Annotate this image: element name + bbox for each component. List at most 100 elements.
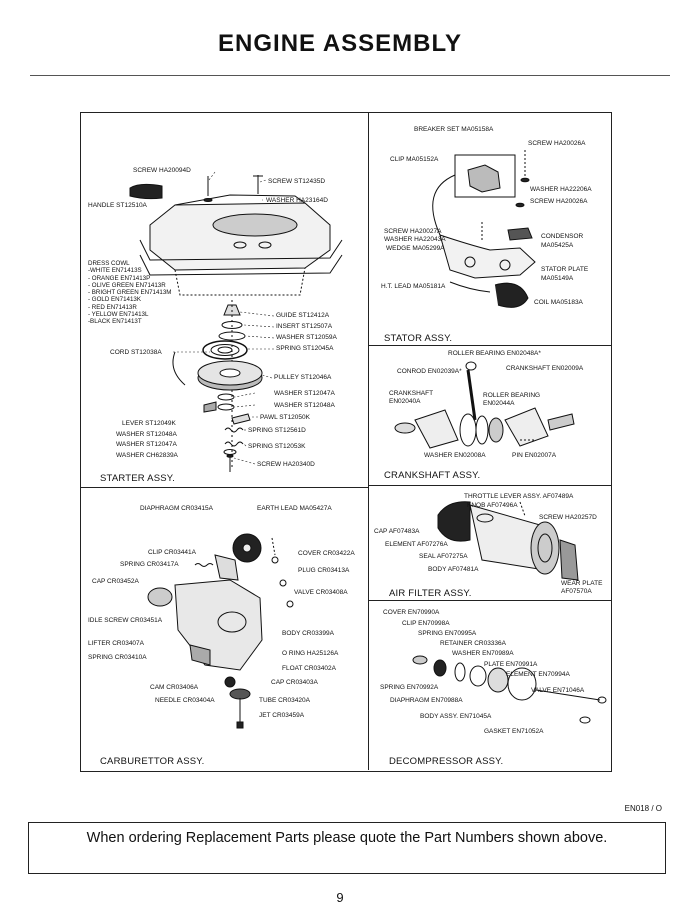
starter-pawl-drawing [203, 393, 251, 472]
section-crankshaft: CRANKSHAFT ASSY. [384, 470, 481, 481]
label-stator-screw-1: SCREW HA20026A [528, 140, 586, 147]
label-tube: TUBE CR03420A [259, 697, 310, 704]
label-crankshaft-left: CRANKSHAFT [389, 390, 434, 397]
label-stator-plate-code: MA05149A [541, 275, 574, 282]
label-stator-screw-3: SCREW HA20027A [384, 228, 442, 235]
label-crankshaft: CRANKSHAFT EN02009A [506, 365, 584, 372]
label-spring-2: SPRING ST12561D [248, 427, 306, 434]
label-wedge: WEDGE MA05299A [386, 245, 445, 252]
label-throttle-lever: THROTTLE LEVER ASSY. AF07489A [464, 493, 574, 500]
page-number: 9 [336, 890, 344, 905]
carburettor-drawing [147, 533, 294, 729]
label-roller-bearing-2-code: EN02044A [483, 400, 515, 407]
label-carb-cap-1: CAP CR03452A [92, 578, 139, 585]
crankshaft-drawing [394, 361, 575, 449]
label-dc-retainer: RETAINER CR03336A [440, 640, 506, 647]
divider-vertical [368, 112, 369, 770]
label-float: FLOAT CR03402A [282, 665, 336, 672]
label-dress-cowl: DRESS COWL [88, 260, 130, 267]
label-idle-screw: IDLE SCREW CR03451A [88, 617, 163, 624]
label-carb-plug: PLUG CR03413A [298, 567, 350, 574]
label-screw-bottom: SCREW HA20340D [257, 461, 315, 468]
label-dc-cover: COVER EN70990A [383, 609, 440, 616]
label-af-body: BODY AF07481A [428, 566, 479, 573]
label-carb-spring-1: SPRING CR03417A [120, 561, 179, 568]
label-washer-6: WASHER ST12047A [116, 441, 177, 448]
label-handle: HANDLE ST12510A [88, 202, 147, 209]
label-carb-spring-2: SPRING CR03410A [88, 654, 147, 661]
label-ht-lead: H.T. LEAD MA05181A [381, 283, 446, 290]
label-carb-valve: VALVE CR03408A [294, 589, 348, 596]
label-breaker-set: BREAKER SET MA05158A [414, 126, 494, 133]
label-wear-plate-code: AF07570A [561, 588, 592, 595]
label-dc-clip: CLIP EN70998A [402, 620, 450, 627]
label-spring-3: SPRING ST12053K [248, 443, 306, 450]
title-rule [30, 75, 670, 76]
cowl-colour: -WHITE EN71413S [88, 267, 142, 275]
label-af-element: ELEMENT AF07276A [385, 541, 448, 548]
starter-cowl-drawing [139, 194, 343, 296]
label-dc-spring-2: SPRING EN70992A [380, 684, 439, 691]
divider-left [80, 487, 368, 488]
cowl-colour: - YELLOW EN71413L [88, 310, 149, 318]
section-air-filter: AIR FILTER ASSY. [389, 588, 472, 599]
label-washer-3: WASHER ST12047A [274, 390, 335, 397]
label-pawl: PAWL ST12050K [260, 414, 310, 421]
label-dc-spring-1: SPRING EN70995A [418, 630, 477, 637]
label-screw-right: SCREW ST12435D [268, 178, 326, 185]
label-carb-cover: COVER CR03422A [298, 550, 355, 557]
divider-right-2 [369, 485, 611, 486]
label-pin: PIN EN02007A [512, 452, 557, 459]
dress-cowl-list: DRESS COWL -WHITE EN71413S - ORANGE EN71… [88, 260, 171, 325]
label-crankshaft-left-code: EN02040A [389, 398, 421, 405]
stator-drawing [432, 150, 536, 308]
starter-pulley-drawing [172, 351, 263, 391]
label-knob: KNOB AF07496A [467, 502, 518, 509]
label-o-ring: O RING HA25126A [282, 650, 339, 657]
divider-right-1 [369, 345, 611, 346]
label-condenser: CONDENSOR [541, 233, 584, 240]
label-lifter: LIFTER CR03407A [88, 640, 144, 647]
label-spring-1: SPRING ST12045A [276, 345, 334, 352]
label-dc-element: ELEMENT EN70994A [506, 671, 570, 678]
label-lever: LEVER ST12049K [122, 420, 176, 427]
label-dc-valve: VALVE EN71046A [531, 687, 585, 694]
label-cord: CORD ST12038A [110, 349, 162, 356]
cowl-colour: - OLIVE GREEN EN71413R [88, 281, 166, 289]
label-dc-body: BODY ASSY. EN71045A [420, 713, 492, 720]
label-washer-7: WASHER CH62839A [116, 452, 178, 459]
label-pulley: PULLEY ST12046A [274, 374, 332, 381]
label-wear-plate: WEAR PLATE [561, 580, 603, 587]
label-coil: COIL MA05183A [534, 299, 583, 306]
label-washer-2: WASHER ST12059A [276, 334, 337, 341]
label-needle: NEEDLE CR03404A [155, 697, 215, 704]
label-af-screw: SCREW HA20257D [539, 514, 597, 521]
label-cam: CAM CR03406A [150, 684, 199, 691]
label-washer-top: WASHER HA23164D [266, 197, 328, 204]
section-carburettor: CARBURETTOR ASSY. [100, 756, 205, 767]
label-stator-washer-2: WASHER HA22043A [384, 236, 446, 243]
cowl-colour: - BRIGHT GREEN EN71413M [88, 289, 172, 296]
divider-right-3 [369, 600, 611, 601]
label-af-seal: SEAL AF07275A [419, 553, 468, 560]
air-filter-drawing [437, 501, 579, 581]
label-condenser-code: MA05425A [541, 242, 574, 249]
label-stator-clip: CLIP MA05152A [390, 156, 439, 163]
label-earth-lead: EARTH LEAD MA05427A [257, 505, 332, 512]
label-diaphragm: DIAPHRAGM CR03415A [140, 505, 213, 512]
cowl-colour: - GOLD EN71413K [88, 296, 141, 304]
label-stator-washer-1: WASHER HA22206A [530, 186, 592, 193]
label-roller-bearing-1: ROLLER BEARING EN02048A* [448, 350, 541, 357]
label-insert: INSERT ST12507A [276, 323, 333, 330]
label-dc-diaphragm: DIAPHRAGM EN70988A [390, 697, 463, 704]
label-carb-cap-2: CAP CR03403A [271, 679, 318, 686]
label-guide: GUIDE ST12412A [276, 312, 330, 319]
label-dc-washer: WASHER EN70989A [452, 650, 514, 657]
label-jet: JET CR03459A [259, 712, 305, 719]
label-stator-plate: STATOR PLATE [541, 266, 589, 273]
cowl-colour: - RED EN71413R [88, 303, 137, 311]
label-carb-body: BODY CR03399A [282, 630, 334, 637]
label-stator-screw-2: SCREW HA20026A [530, 198, 588, 205]
label-af-cap: CAP AF07483A [374, 528, 420, 535]
label-dc-plate: PLATE EN70991A [484, 661, 538, 668]
